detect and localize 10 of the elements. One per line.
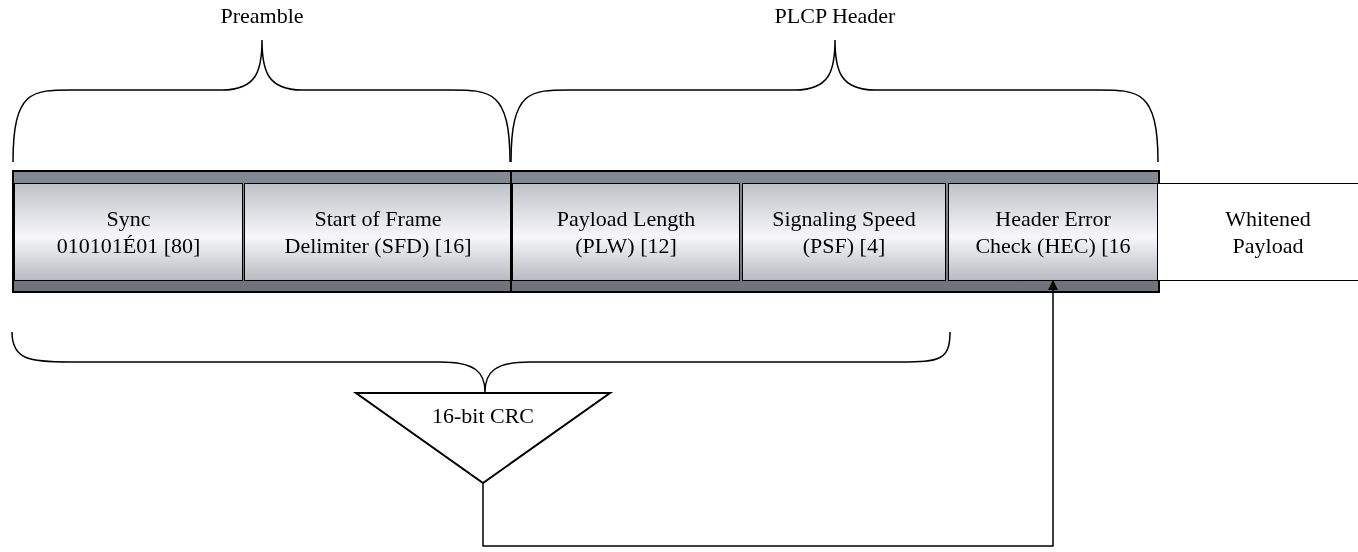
header-field: Header Error Check (HEC) [16 xyxy=(948,183,1158,281)
arrow xyxy=(482,280,1058,547)
group-heading: Preamble xyxy=(219,2,305,30)
header-field: Sync 010101É01 [80] xyxy=(14,183,243,281)
payload-field: Whitened Payload xyxy=(1158,183,1358,281)
header-field: Signaling Speed (PSF) [4] xyxy=(742,183,946,281)
header-field: Start of Frame Delimiter (SFD) [16] xyxy=(244,183,512,281)
node-label: 16-bit CRC xyxy=(430,402,536,430)
header-field: Payload Length (PLW) [12] xyxy=(512,183,740,281)
group-heading: PLCP Header xyxy=(773,2,897,30)
